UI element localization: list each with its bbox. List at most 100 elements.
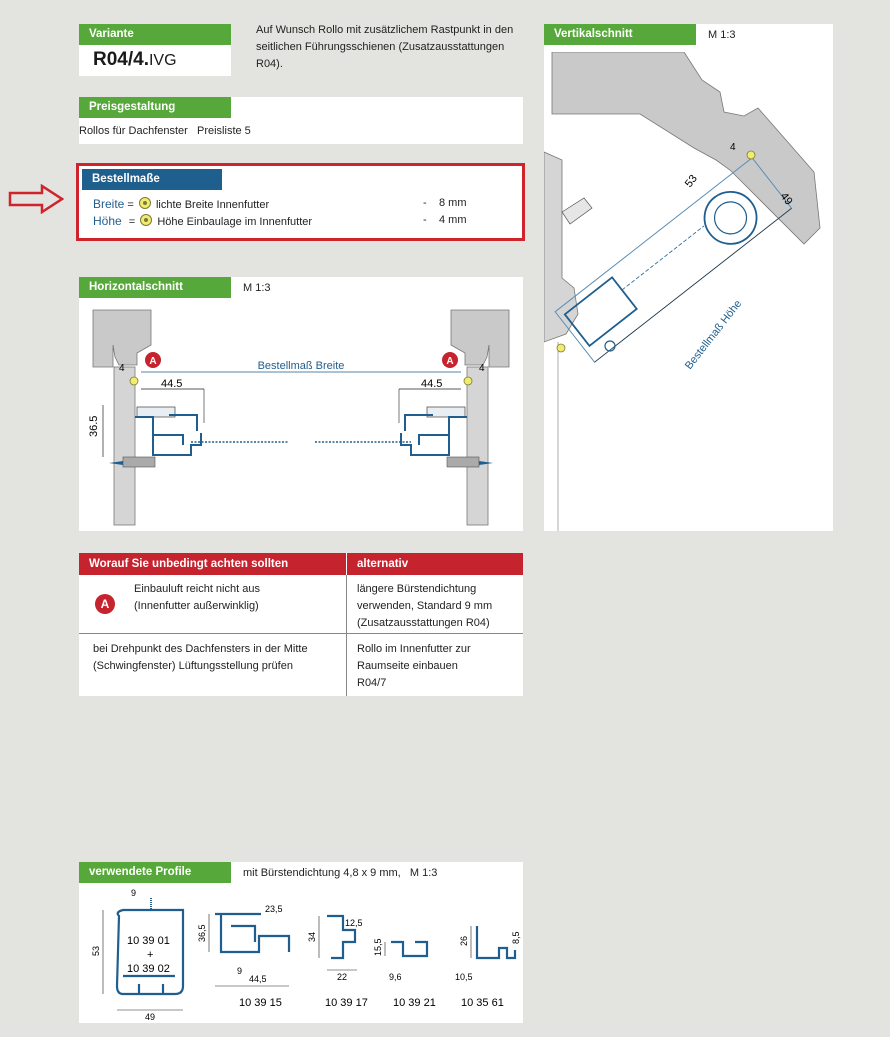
achten-text-line: verwenden, Standard 9 mm (357, 600, 493, 612)
variante-panel: Variante R04/4.IVG (79, 24, 231, 76)
bestell-label-hoehe: Höhe (93, 214, 122, 228)
bestell-row: Höhe = Höhe Einbaulage im Innenfutter - … (93, 214, 513, 230)
bestell-value: 4 mm (439, 214, 467, 226)
lining-left-shape (544, 151, 579, 343)
p5-code: 10 35 61 (461, 997, 504, 1009)
variante-code-light: IVG (148, 52, 177, 69)
p5-dim-w: 10,5 (455, 972, 473, 982)
p1-dim-h: 53 (91, 946, 101, 956)
achten-row-right: Rollo im Innenfutter zur Raumseite einba… (357, 641, 471, 692)
variante-note-line: seitlichen Führungsschienen (Zusatzausst… (256, 41, 505, 53)
achten-header-right: alternativ (347, 553, 523, 575)
row-divider (79, 633, 523, 634)
measure-point-left (129, 376, 139, 386)
variante-header: Variante (79, 24, 231, 45)
p1-dim-w: 49 (145, 1012, 155, 1022)
dim-36-left: 36.5 (88, 416, 100, 437)
bestell-desc: lichte Breite Innenfutter (155, 199, 270, 211)
bestell-dash: - (423, 197, 427, 209)
label-bestellmass-hoehe: Bestellmaß Höhe (683, 298, 744, 372)
achten-text-line: bei Drehpunkt des Dachfensters in der Mi… (93, 643, 308, 655)
bestell-label-breite: Breite (93, 197, 125, 211)
profile-3-shape (327, 914, 357, 960)
achten-text-line: R04/7 (357, 677, 387, 689)
red-outline-arrow-right-icon (8, 184, 64, 214)
marker-a-left (145, 352, 161, 368)
measure-point-right (463, 376, 473, 386)
vertical-section-panel: Vertikalschnitt M 1:3 4 53 49 Bestellmaß… (544, 24, 833, 531)
dim-53-vertical: 53 (683, 173, 700, 190)
achten-table: Worauf Sie unbedingt achten sollten alte… (79, 553, 523, 696)
bestell-row: Breite = lichte Breite Innenfutter - 8 m… (93, 197, 513, 213)
measure-point-icon (138, 197, 151, 209)
p3-code: 10 39 17 (325, 997, 368, 1009)
p5-dim-h: 26 (459, 936, 469, 946)
profile-5-shape (475, 926, 517, 960)
preis-panel: Preisgestaltung Rollos für Dachfenster P… (79, 97, 523, 144)
dim-44-left: 44.5 (161, 378, 182, 390)
right-profile (400, 406, 467, 456)
dim-49-vertical: 49 (778, 190, 795, 207)
vertical-header: Vertikalschnitt (544, 24, 696, 45)
achten-badge: A (95, 594, 115, 614)
variante-code-bold: R04/4. (93, 49, 149, 70)
p4-dim-w: 9,6 (389, 972, 402, 982)
preis-text: Rollos für Dachfenster Preisliste 5 (79, 125, 251, 137)
profile-1-shape (115, 908, 185, 996)
p1-plus: + (147, 949, 153, 961)
bestell-eq: = (127, 199, 134, 211)
profile-note: mit Bürstendichtung 4,8 x 9 mm, M 1:3 (243, 867, 438, 879)
bestell-desc: Höhe Einbaulage im Innenfutter (157, 216, 313, 228)
profile-panel: verwendete Profile mit Bürstendichtung 4… (79, 862, 523, 1023)
bestell-eq: = (128, 216, 136, 228)
achten-text-line: (Schwingfenster) Lüftungsstellung prüfen (93, 660, 293, 672)
achten-row-left: Einbauluft reicht nicht aus (Innenfutter… (134, 581, 260, 615)
p3-dim-h: 34 (307, 932, 317, 942)
p1-code1: 10 39 01 (127, 935, 170, 947)
horizontal-scale: M 1:3 (243, 282, 271, 294)
profile-2-shape (215, 912, 291, 954)
achten-text-line: Raumseite einbauen (357, 660, 458, 672)
vertical-scale: M 1:3 (708, 29, 736, 41)
achten-row-right: längere Bürstendichtung verwenden, Stand… (357, 581, 492, 632)
profile-4-shape (391, 940, 429, 958)
achten-row-left: bei Drehpunkt des Dachfensters in der Mi… (93, 641, 308, 675)
p5-dim-r: 8,5 (511, 931, 521, 944)
p2-code: 10 39 15 (239, 997, 282, 1009)
variante-code: R04/4.IVG (93, 49, 177, 71)
dim-4-vertical: 4 (730, 142, 736, 153)
left-wall-shape (92, 309, 152, 368)
marker-a-right (442, 352, 458, 368)
achten-text-line: längere Bürstendichtung (357, 583, 477, 595)
horizontal-section-panel: Horizontalschnitt M 1:3 A A 4 4 Bestellm… (79, 277, 523, 531)
p3-dim-top: 12,5 (345, 918, 363, 928)
bestell-value: 8 mm (439, 197, 467, 209)
horizontal-header: Horizontalschnitt (79, 277, 231, 298)
right-frame-bar (466, 366, 489, 526)
achten-header-left: Worauf Sie unbedingt achten sollten (79, 553, 346, 575)
profile-header: verwendete Profile (79, 862, 231, 883)
p4-code: 10 39 21 (393, 997, 436, 1009)
dim-4-left: 4 (119, 363, 125, 374)
measure-point-top (746, 150, 756, 160)
achten-text-line: Rollo im Innenfutter zur (357, 643, 471, 655)
p1-code2: 10 39 02 (127, 963, 170, 975)
column-divider (346, 575, 347, 696)
vertical-section-drawing: 4 53 49 Bestellmaß Höhe (544, 52, 821, 531)
left-frame-bar (113, 366, 136, 526)
badge-a-icon: A (95, 594, 115, 614)
preis-header: Preisgestaltung (79, 97, 231, 118)
variante-note-line: R04). (256, 58, 283, 70)
achten-text-line: (Innenfutter außerwinklig) (134, 600, 259, 612)
measure-point-icon (140, 214, 153, 226)
p4-dim-h: 15,5 (373, 938, 383, 956)
p2-dim-top: 23,5 (265, 904, 283, 914)
p2-dim-w: 44,5 (249, 974, 267, 984)
p2-dim-h: 36,5 (197, 924, 207, 942)
variante-note-line: Auf Wunsch Rollo mit zusätzlichem Rastpu… (256, 24, 514, 36)
window-sash-shape (551, 52, 821, 245)
profile-drawings: 9 53 49 10 39 01 + 10 39 02 23,5 36,5 9 … (91, 888, 521, 1022)
label-bestellmass-breite: Bestellmaß Breite (258, 360, 345, 372)
achten-text-line: Einbauluft reicht nicht aus (134, 583, 260, 595)
horizontal-section-drawing: A A 4 4 Bestellmaß Breite 44.5 44.5 36.5 (88, 309, 510, 526)
